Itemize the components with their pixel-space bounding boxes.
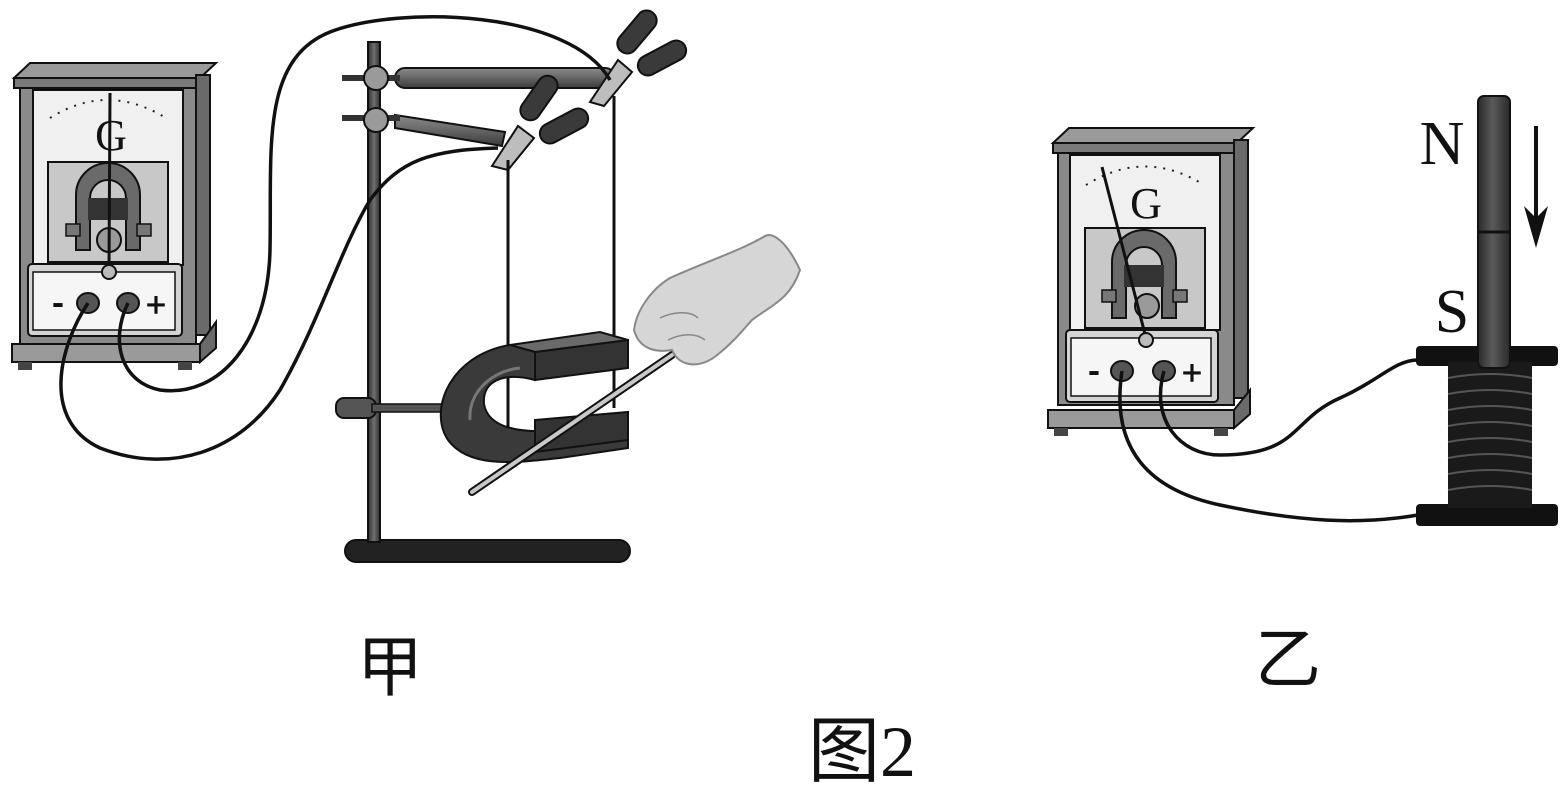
terminal-minus-label-left: - — [52, 286, 64, 321]
galvanometer-left — [11, 62, 219, 370]
alligator-clip-upper — [588, 9, 688, 108]
iron-stand — [335, 41, 631, 563]
needle-right — [1100, 166, 1148, 339]
magnet-south-label: S — [1435, 278, 1469, 346]
downward-arrow-icon — [1524, 126, 1548, 248]
meter-symbol-left: G — [95, 111, 127, 160]
solenoid-coil — [1416, 346, 1558, 526]
needle-left — [107, 92, 112, 271]
caption-left: 甲 — [357, 629, 423, 706]
circuit-wires-right — [1118, 358, 1419, 523]
terminal-plus-label-right: + — [1180, 356, 1203, 389]
galvanometer-right — [1047, 127, 1256, 436]
alligator-clip-lower — [490, 74, 590, 172]
meter-symbol-right: G — [1130, 179, 1162, 228]
hand-illustration — [632, 234, 802, 366]
magnet-north-label: N — [1420, 110, 1465, 178]
figure-caption: 图2 — [808, 712, 916, 792]
bar-magnet — [1477, 95, 1511, 369]
caption-right: 乙 — [1255, 621, 1321, 698]
horseshoe-magnet — [439, 330, 629, 464]
terminal-plus-label-left: + — [144, 288, 167, 321]
terminal-minus-label-right: - — [1088, 354, 1100, 389]
circuit-wires-left — [59, 15, 612, 461]
